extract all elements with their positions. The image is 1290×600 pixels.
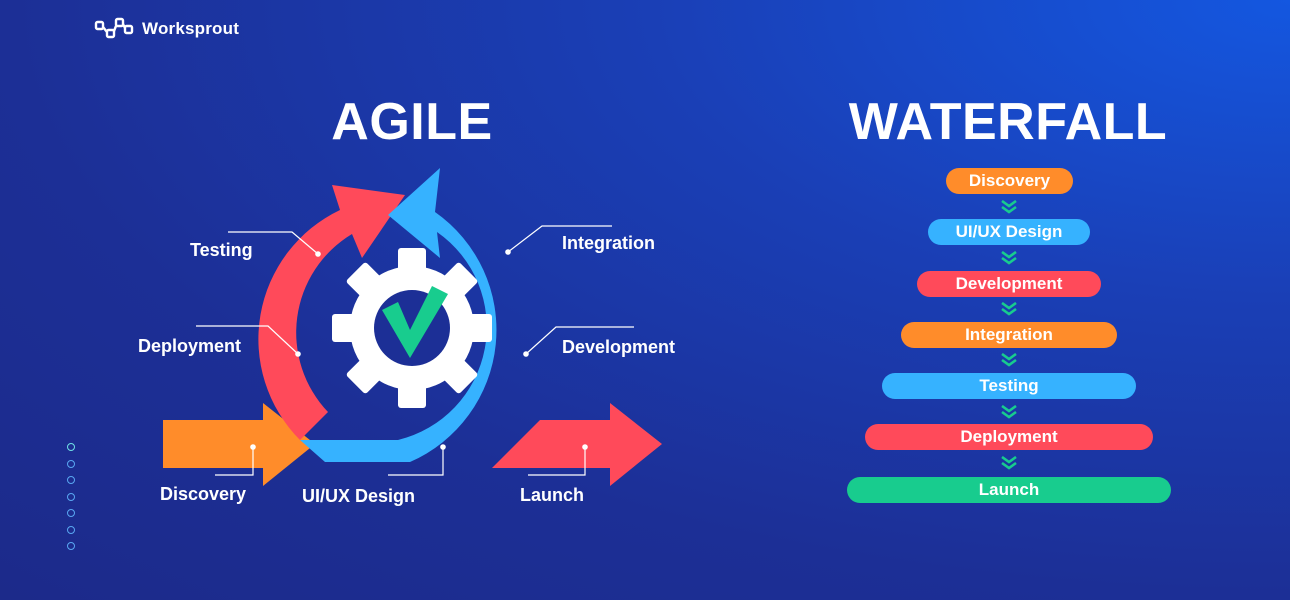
agile-label-testing: Testing (190, 240, 253, 260)
waterfall-title: WATERFALL (848, 93, 1168, 151)
leader-dots (250, 249, 588, 450)
chevron-down-icon (1001, 200, 1017, 214)
agile-label-launch: Launch (520, 485, 585, 505)
checkmark-icon (382, 286, 448, 358)
dot-icon (67, 476, 75, 484)
waterfall-step-development: Development (917, 271, 1101, 297)
dot-icon (67, 525, 75, 534)
dot-icon (67, 459, 75, 468)
dot-icon (67, 492, 75, 501)
discovery-arrow (163, 403, 315, 486)
leader-lines (196, 225, 634, 476)
waterfall-step-deployment: Deployment (865, 424, 1153, 450)
dot-icon (67, 542, 75, 550)
agile-label-uiux: UI/UX Design (302, 486, 416, 506)
launch-arrow (492, 403, 662, 486)
worksprout-logo-icon (94, 17, 134, 39)
red-cycle-arc (258, 185, 405, 440)
agile-title: AGILE (331, 93, 493, 151)
waterfall-step-discovery: Discovery (946, 168, 1073, 194)
agile-label-integration: Integration (562, 233, 655, 253)
brand-logo[interactable]: Worksprout (94, 16, 239, 42)
chevron-down-icon (1001, 405, 1017, 419)
chevron-down-icon (1001, 456, 1017, 470)
dot-icon (67, 509, 75, 517)
chevron-down-icon (1001, 302, 1017, 316)
brand-name: Worksprout (142, 19, 240, 38)
waterfall-step-uiux: UI/UX Design (928, 219, 1090, 245)
dot-icon (67, 443, 75, 451)
agile-label-deployment: Deployment (138, 336, 242, 356)
waterfall-step-launch: Launch (847, 477, 1171, 503)
agile-label-discovery: Discovery (160, 484, 247, 504)
chevron-down-icon (1001, 353, 1017, 367)
waterfall-step-testing: Testing (882, 373, 1136, 399)
agile-label-development: Development (562, 337, 676, 357)
chevron-down-icon (1001, 251, 1017, 265)
decorative-dots (67, 443, 75, 559)
waterfall-step-integration: Integration (901, 322, 1117, 348)
